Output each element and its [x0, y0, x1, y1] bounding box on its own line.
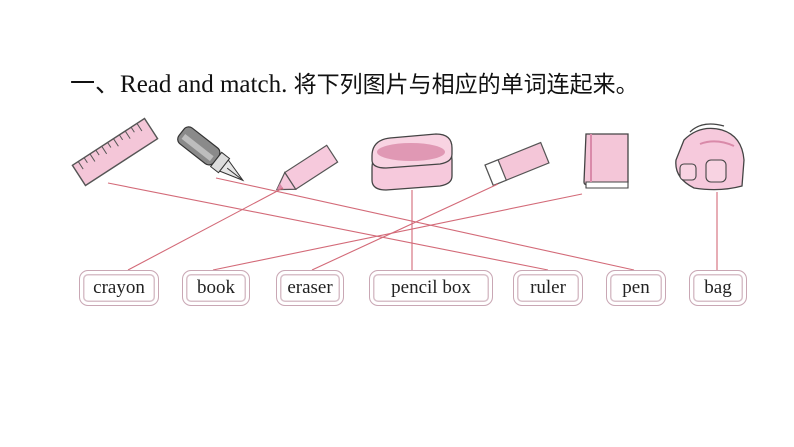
- instruction-chinese: 将下列图片与相应的单词连起来。: [293, 72, 639, 98]
- ruler-icon[interactable]: [71, 117, 159, 187]
- match-line-crayon: [127, 187, 284, 271]
- eraser-icon[interactable]: [484, 141, 550, 187]
- pencil-box-icon[interactable]: [371, 133, 453, 191]
- match-lines: [107, 177, 718, 271]
- word-box-eraser[interactable]: eraser: [276, 270, 344, 306]
- word-box-bag[interactable]: bag: [689, 270, 747, 306]
- word-box-ruler[interactable]: ruler: [513, 270, 583, 306]
- match-line-eraser: [311, 183, 499, 271]
- match-line-pen: [215, 177, 635, 271]
- crayon-icon[interactable]: [271, 144, 339, 198]
- exercise-title: 一、Read and match. 将下列图片与相应的单词连起来。: [70, 64, 639, 100]
- fountain-pen-icon[interactable]: [175, 124, 249, 188]
- book-icon[interactable]: [583, 133, 629, 189]
- match-line-book: [212, 193, 583, 271]
- match-line-ruler: [107, 182, 549, 271]
- word-box-book[interactable]: book: [182, 270, 250, 306]
- exercise-number: 一、: [70, 71, 121, 98]
- word-box-pen[interactable]: pen: [606, 270, 666, 306]
- word-box-pencil-box[interactable]: pencil box: [369, 270, 493, 306]
- instruction-english: Read and match.: [120, 71, 288, 98]
- school-bag-icon[interactable]: [675, 123, 745, 191]
- word-box-crayon[interactable]: crayon: [79, 270, 159, 306]
